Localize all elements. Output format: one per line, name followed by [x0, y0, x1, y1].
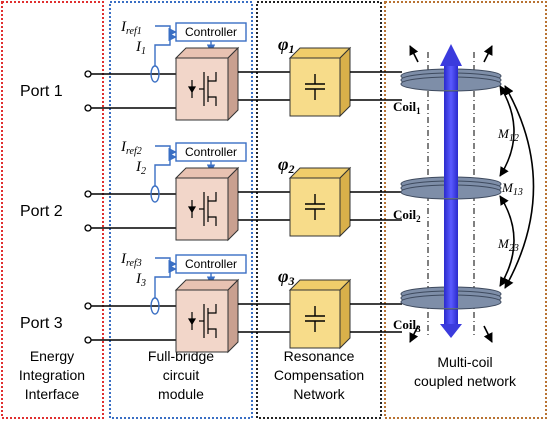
capacitor-icon — [305, 306, 325, 332]
iref-wire — [155, 257, 177, 269]
current-label: I2 — [135, 159, 146, 177]
mosfet-icon — [187, 72, 217, 106]
compensation-cube-side — [339, 166, 351, 238]
phase-label: φ2 — [278, 154, 295, 176]
iref-wire — [155, 145, 177, 157]
feedback-wire — [154, 264, 177, 298]
mutual-arcs — [499, 85, 535, 289]
flux-arrow-icon — [440, 44, 462, 66]
field-arrows — [409, 45, 493, 343]
svg-text:Multi-coil: Multi-coil — [437, 354, 492, 370]
controller-label: Controller — [185, 25, 237, 39]
svg-text:Interface: Interface — [25, 386, 80, 402]
coil-label: Coil1 — [393, 99, 421, 116]
core-segment — [444, 176, 458, 198]
core-segment — [444, 286, 458, 308]
section-frame-energy — [1, 1, 104, 419]
mosfet-icon — [187, 304, 217, 338]
bridge-cube-side — [227, 278, 239, 354]
section-frame-coupled — [384, 1, 547, 419]
svg-text:Resonance: Resonance — [284, 348, 355, 364]
feedback-wire — [154, 32, 177, 66]
current-label: I3 — [135, 271, 146, 289]
port-label: Port 2 — [20, 203, 63, 220]
port-label: Port 1 — [20, 83, 63, 100]
svg-text:circuit: circuit — [163, 367, 200, 383]
bridge-cube-top — [174, 279, 240, 291]
bridge-cube-side — [227, 166, 239, 242]
terminal — [84, 190, 92, 198]
section-label-energy: Energy Integration Interface — [19, 348, 85, 402]
core-segment — [444, 68, 458, 90]
phase-label: φ3 — [278, 266, 295, 288]
section-label-resonance: Resonance Compensation Network — [274, 348, 364, 402]
bridge-cube-top — [174, 47, 240, 59]
terminal — [84, 224, 92, 232]
mutual-label: M13 — [501, 180, 523, 198]
mutual-label: M23 — [497, 236, 519, 254]
current-label: I1 — [135, 39, 146, 57]
coil-label: Coil2 — [393, 207, 421, 224]
compensation-cube-face — [289, 289, 341, 349]
section-label-bridge: Full-bridge circuit module — [148, 348, 214, 402]
section-frame-bridge — [109, 1, 253, 419]
mosfet-icon — [187, 192, 217, 226]
flux-arrow-icon — [440, 324, 462, 338]
mutual-label: M12 — [497, 126, 519, 144]
controller-label: Controller — [185, 257, 237, 271]
capacitor-icon — [305, 74, 325, 100]
terminal — [84, 104, 92, 112]
svg-text:Integration: Integration — [19, 367, 85, 383]
terminal — [84, 336, 92, 344]
capacitor-icon — [305, 194, 325, 220]
terminal — [84, 302, 92, 310]
compensation-cube-side — [339, 278, 351, 350]
bridge-cube-side — [227, 46, 239, 122]
iref-label: Iref3 — [120, 251, 142, 269]
compensation-cube-face — [289, 57, 341, 117]
svg-text:module: module — [158, 386, 204, 402]
bridge-cube-top — [174, 167, 240, 179]
section-label-coupled: Multi-coil coupled network — [414, 354, 517, 389]
iref-wire — [155, 25, 177, 37]
svg-text:Network: Network — [293, 386, 345, 402]
svg-text:coupled network: coupled network — [414, 373, 517, 389]
coil-label: Coil3 — [393, 317, 421, 334]
compensation-cube-side — [339, 46, 351, 118]
terminal — [84, 70, 92, 78]
section-frame-resonance — [256, 1, 382, 419]
iref-label: Iref2 — [120, 139, 142, 157]
controller-label: Controller — [185, 145, 237, 159]
svg-text:Compensation: Compensation — [274, 367, 364, 383]
iref-label: Iref1 — [120, 19, 142, 37]
svg-text:Energy: Energy — [30, 348, 74, 364]
port-label: Port 3 — [20, 315, 63, 332]
compensation-cube-face — [289, 177, 341, 237]
feedback-wire — [154, 152, 177, 186]
phase-label: φ1 — [278, 34, 295, 56]
